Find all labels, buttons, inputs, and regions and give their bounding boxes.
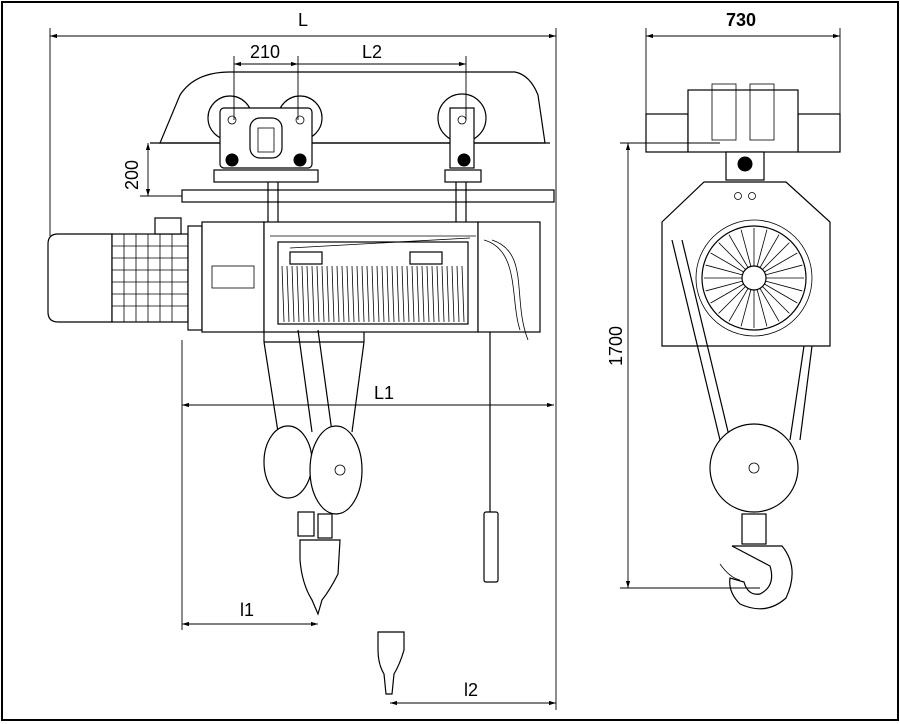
side-view — [645, 83, 841, 610]
dim-200: 200 — [122, 160, 142, 190]
cross-bar — [181, 189, 555, 203]
dim-1700: 1700 — [606, 326, 626, 366]
hoist-motor — [47, 217, 203, 331]
side-hook — [729, 545, 793, 610]
pendant-control — [483, 511, 499, 583]
front-dimensions: L 210 L2 200 L1 l1 l2 — [49, 10, 557, 710]
trolley-left — [207, 95, 323, 183]
dim-l1: l1 — [240, 600, 254, 620]
controller-box — [477, 221, 541, 333]
travel-motor-right — [797, 113, 841, 153]
dim-L: L — [298, 10, 308, 30]
dim-l2: l2 — [464, 680, 478, 700]
dim-L2: L2 — [362, 42, 382, 62]
dim-210: 210 — [250, 42, 280, 62]
front-view — [47, 71, 555, 695]
rope-drum — [263, 221, 479, 333]
dim-L1: L1 — [374, 383, 394, 403]
hook-detail — [377, 631, 405, 695]
dim-730: 730 — [726, 10, 756, 30]
hook-block — [263, 425, 363, 616]
gearbox — [201, 221, 265, 333]
trolley-right — [437, 93, 487, 183]
drum-spokes — [704, 228, 804, 328]
runway-beam — [159, 71, 546, 144]
bottom-block — [709, 423, 799, 513]
travel-motor-left — [645, 113, 689, 153]
side-dimensions: 730 1700 — [606, 10, 841, 589]
